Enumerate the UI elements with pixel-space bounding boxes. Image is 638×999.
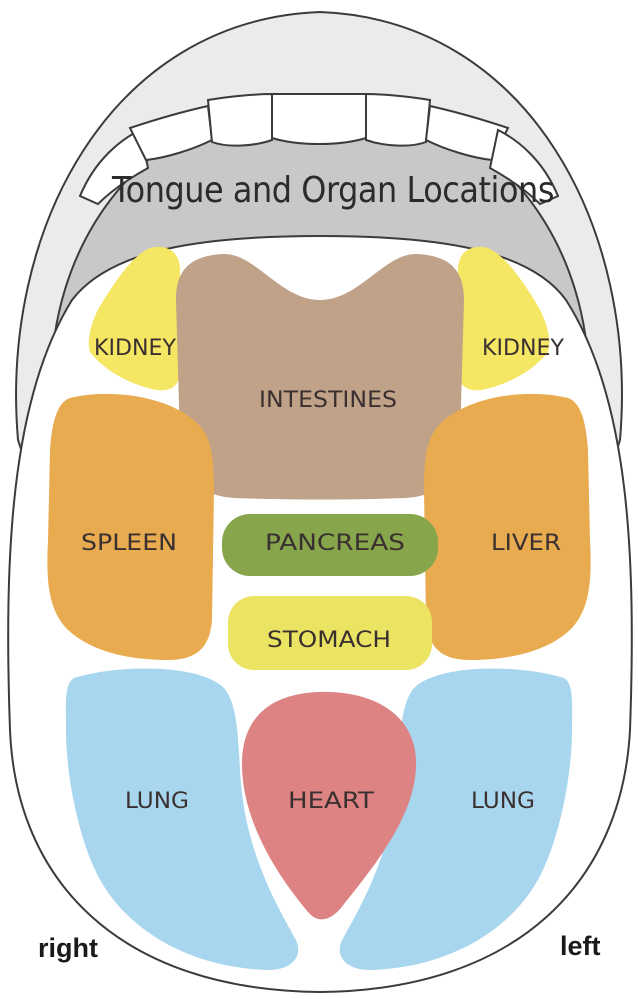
pancreas-label: PANCREAS [265, 531, 405, 556]
stomach-label: STOMACH [267, 628, 391, 653]
kidney-left-label: KIDNEY [482, 336, 565, 361]
intestines-label: INTESTINES [259, 388, 397, 413]
right-side-label: right [38, 933, 98, 963]
tooth [272, 94, 366, 144]
kidney-right-label: KIDNEY [94, 336, 177, 361]
heart-label: HEART [288, 789, 375, 814]
tooth [366, 94, 430, 146]
tooth [208, 94, 272, 146]
lung-left-label: LUNG [471, 789, 535, 814]
lung-right-label: LUNG [125, 789, 189, 814]
liver-label: LIVER [491, 531, 561, 556]
diagram-title: Tongue and Organ Locations [111, 170, 554, 211]
spleen-label: SPLEEN [81, 531, 177, 556]
spleen-zone [47, 394, 214, 660]
left-side-label: left [560, 931, 601, 961]
liver-zone [424, 394, 591, 660]
